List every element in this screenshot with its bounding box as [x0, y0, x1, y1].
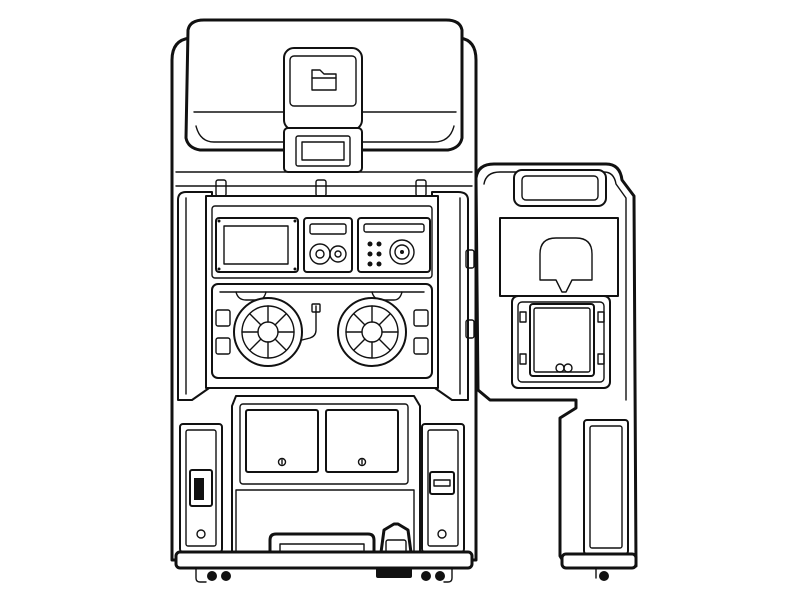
cash-box-door-right: [325, 409, 399, 473]
casters: [195, 567, 453, 583]
power-switch-icon: [189, 469, 213, 507]
left-speaker-icon: [233, 297, 303, 367]
side-upper-panel: [499, 217, 619, 297]
right-speaker-icon: [337, 297, 407, 367]
side-base: [560, 552, 638, 581]
right-pillar-panel: [421, 423, 465, 553]
side-display-frame: [513, 169, 607, 207]
left-pillar-panel: [179, 423, 223, 553]
lock-icon: [357, 457, 367, 467]
button-panel: [357, 217, 431, 273]
base-plinth: [174, 550, 474, 570]
side-lower-door: [583, 419, 629, 555]
bill-acceptor-icon: [429, 471, 455, 495]
side-hatch: [511, 295, 611, 389]
right-side-door: [431, 191, 469, 401]
hatch-latch-icon: [555, 363, 573, 373]
card-reader-unit: [283, 47, 363, 131]
monitor-screen: [215, 217, 299, 273]
left-side-door: [177, 191, 213, 401]
coin-selector: [303, 217, 353, 273]
ticket-display: [283, 127, 363, 173]
lock-icon: [277, 457, 287, 467]
card-slot-icon: [311, 69, 337, 91]
cash-box-door-left: [245, 409, 319, 473]
